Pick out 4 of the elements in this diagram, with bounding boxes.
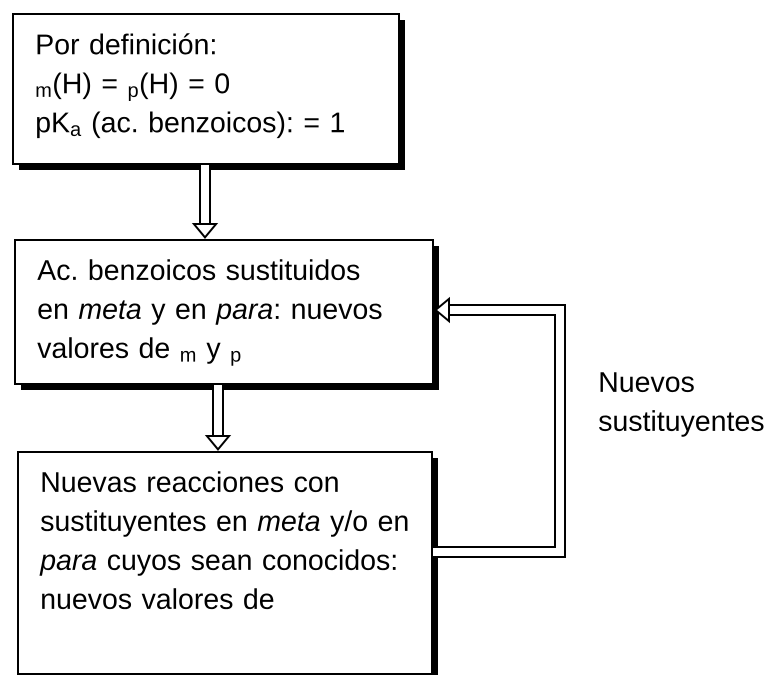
process-box: Ac. benzoicos sustituidos en meta y en para: nuevos valores de $_{m}$ y $_{p}$ — [14, 239, 439, 390]
process-box: Nuevas reacciones con sustituyentes en meta y/o en para cuyos sean conocidos: nuevos valores de — [17, 451, 438, 675]
process-box: Por definición: $_{m}$(H) = $_{p}$(H) = 0 pK$_{a}$ (ac. benzoicos): = 1 — [12, 13, 405, 170]
edge-label: Nuevos sustituyentes — [599, 372, 764, 437]
